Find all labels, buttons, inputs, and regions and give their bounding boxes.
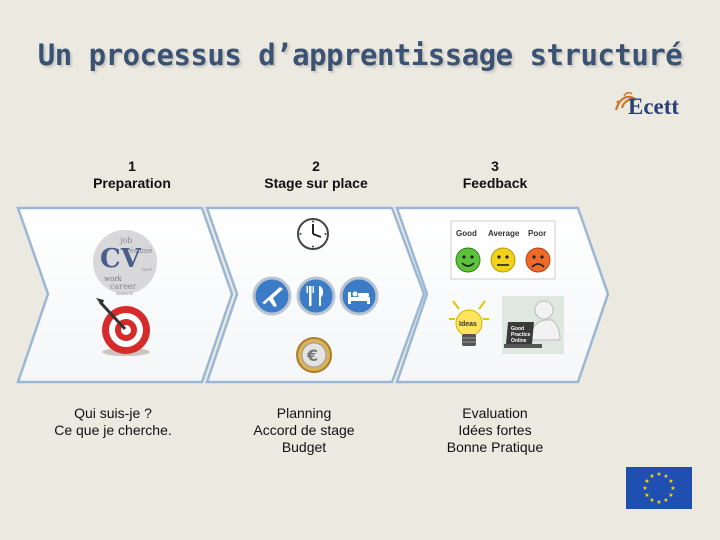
lightbulb-label: Ideas <box>459 321 477 328</box>
svg-text:★: ★ <box>668 492 673 499</box>
rating-label-average: Average <box>488 229 520 238</box>
svg-text:★: ★ <box>649 497 654 504</box>
svg-text:€: € <box>306 346 318 365</box>
dart-target-icon <box>96 298 150 356</box>
cloud-word-hire: hire <box>142 267 152 273</box>
cloud-word-job: job <box>119 236 132 245</box>
step-3-caption-line-3: Bonne Pratique <box>446 439 544 455</box>
step-3-caption: Evaluation Idées fortes Bonne Pratique <box>385 405 605 456</box>
step-1-caption-line-1: Qui suis-je ? <box>74 405 152 421</box>
bed-icon <box>339 276 379 316</box>
svg-text:★: ★ <box>656 471 661 478</box>
step-3-caption-line-2: Idées fortes <box>458 422 532 438</box>
svg-text:★: ★ <box>644 478 649 485</box>
step-1-name: Preparation <box>93 175 171 191</box>
chevron-step-1 <box>16 206 234 384</box>
eu-flag-icon: ★ ★ ★ ★ ★ ★ ★ ★ ★ ★ ★ ★ <box>626 467 692 509</box>
logo-swirl-icon <box>614 91 637 111</box>
ecett-logo: Ecett <box>612 90 692 124</box>
cv-word-cloud-icon: job résumé CV work career search hire <box>93 230 157 297</box>
cloud-word-cv: CV <box>100 244 142 274</box>
step-1-header: 1 Preparation <box>42 158 222 192</box>
svg-text:★: ★ <box>656 499 661 506</box>
fork-knife-icon <box>296 276 336 316</box>
step-3-caption-line-1: Evaluation <box>462 405 528 421</box>
rating-label-good: Good <box>456 229 477 238</box>
clock-icon <box>297 218 329 250</box>
person-laptop-icon: Good Practice Online <box>502 296 564 354</box>
step-3-name: Feedback <box>462 175 528 191</box>
cloud-word-work: work <box>104 275 123 283</box>
step-2-caption-line-1: Planning <box>276 405 332 421</box>
step-2-name: Stage sur place <box>264 175 368 191</box>
svg-text:★: ★ <box>670 485 675 492</box>
laptop-line-1: Good <box>511 326 524 332</box>
euro-coin-icon: € <box>296 337 332 373</box>
svg-text:★: ★ <box>649 473 654 480</box>
step-1-caption: Qui suis-je ? Ce que je cherche. <box>3 405 223 439</box>
svg-text:★: ★ <box>663 473 668 480</box>
step-1-caption-line-2: Ce que je cherche. <box>54 422 172 438</box>
step-1-number: 1 <box>128 158 136 174</box>
slide-title: Un processus d’apprentissage structuré <box>37 38 683 72</box>
eu-stars: ★ ★ ★ ★ ★ ★ ★ ★ ★ ★ ★ ★ <box>642 471 675 506</box>
step-2-number: 2 <box>312 158 320 174</box>
cloud-word-career: career <box>110 282 137 291</box>
laptop-line-2: Practice <box>511 332 531 338</box>
airplane-icon <box>252 276 292 316</box>
step-3-header: 3 Feedback <box>405 158 585 192</box>
rating-label-poor: Poor <box>528 229 546 238</box>
logo-text: Ecett <box>628 94 680 119</box>
step-3-number: 3 <box>491 158 499 174</box>
lightbulb-icon: Ideas <box>449 300 489 346</box>
svg-text:★: ★ <box>644 492 649 499</box>
laptop-line-3: Online <box>511 338 527 344</box>
step-2-header: 2 Stage sur place <box>226 158 406 192</box>
step-2-caption-line-2: Accord de stage <box>253 422 355 438</box>
rating-faces-icon: Good Average Poor <box>450 220 556 280</box>
cloud-word-search: search <box>116 291 134 297</box>
svg-text:★: ★ <box>642 485 647 492</box>
step-2-caption-line-3: Budget <box>281 439 327 455</box>
svg-text:★: ★ <box>668 478 673 485</box>
svg-text:★: ★ <box>663 497 668 504</box>
step-2-caption: Planning Accord de stage Budget <box>194 405 414 456</box>
cloud-word-resume: résumé <box>126 247 152 255</box>
